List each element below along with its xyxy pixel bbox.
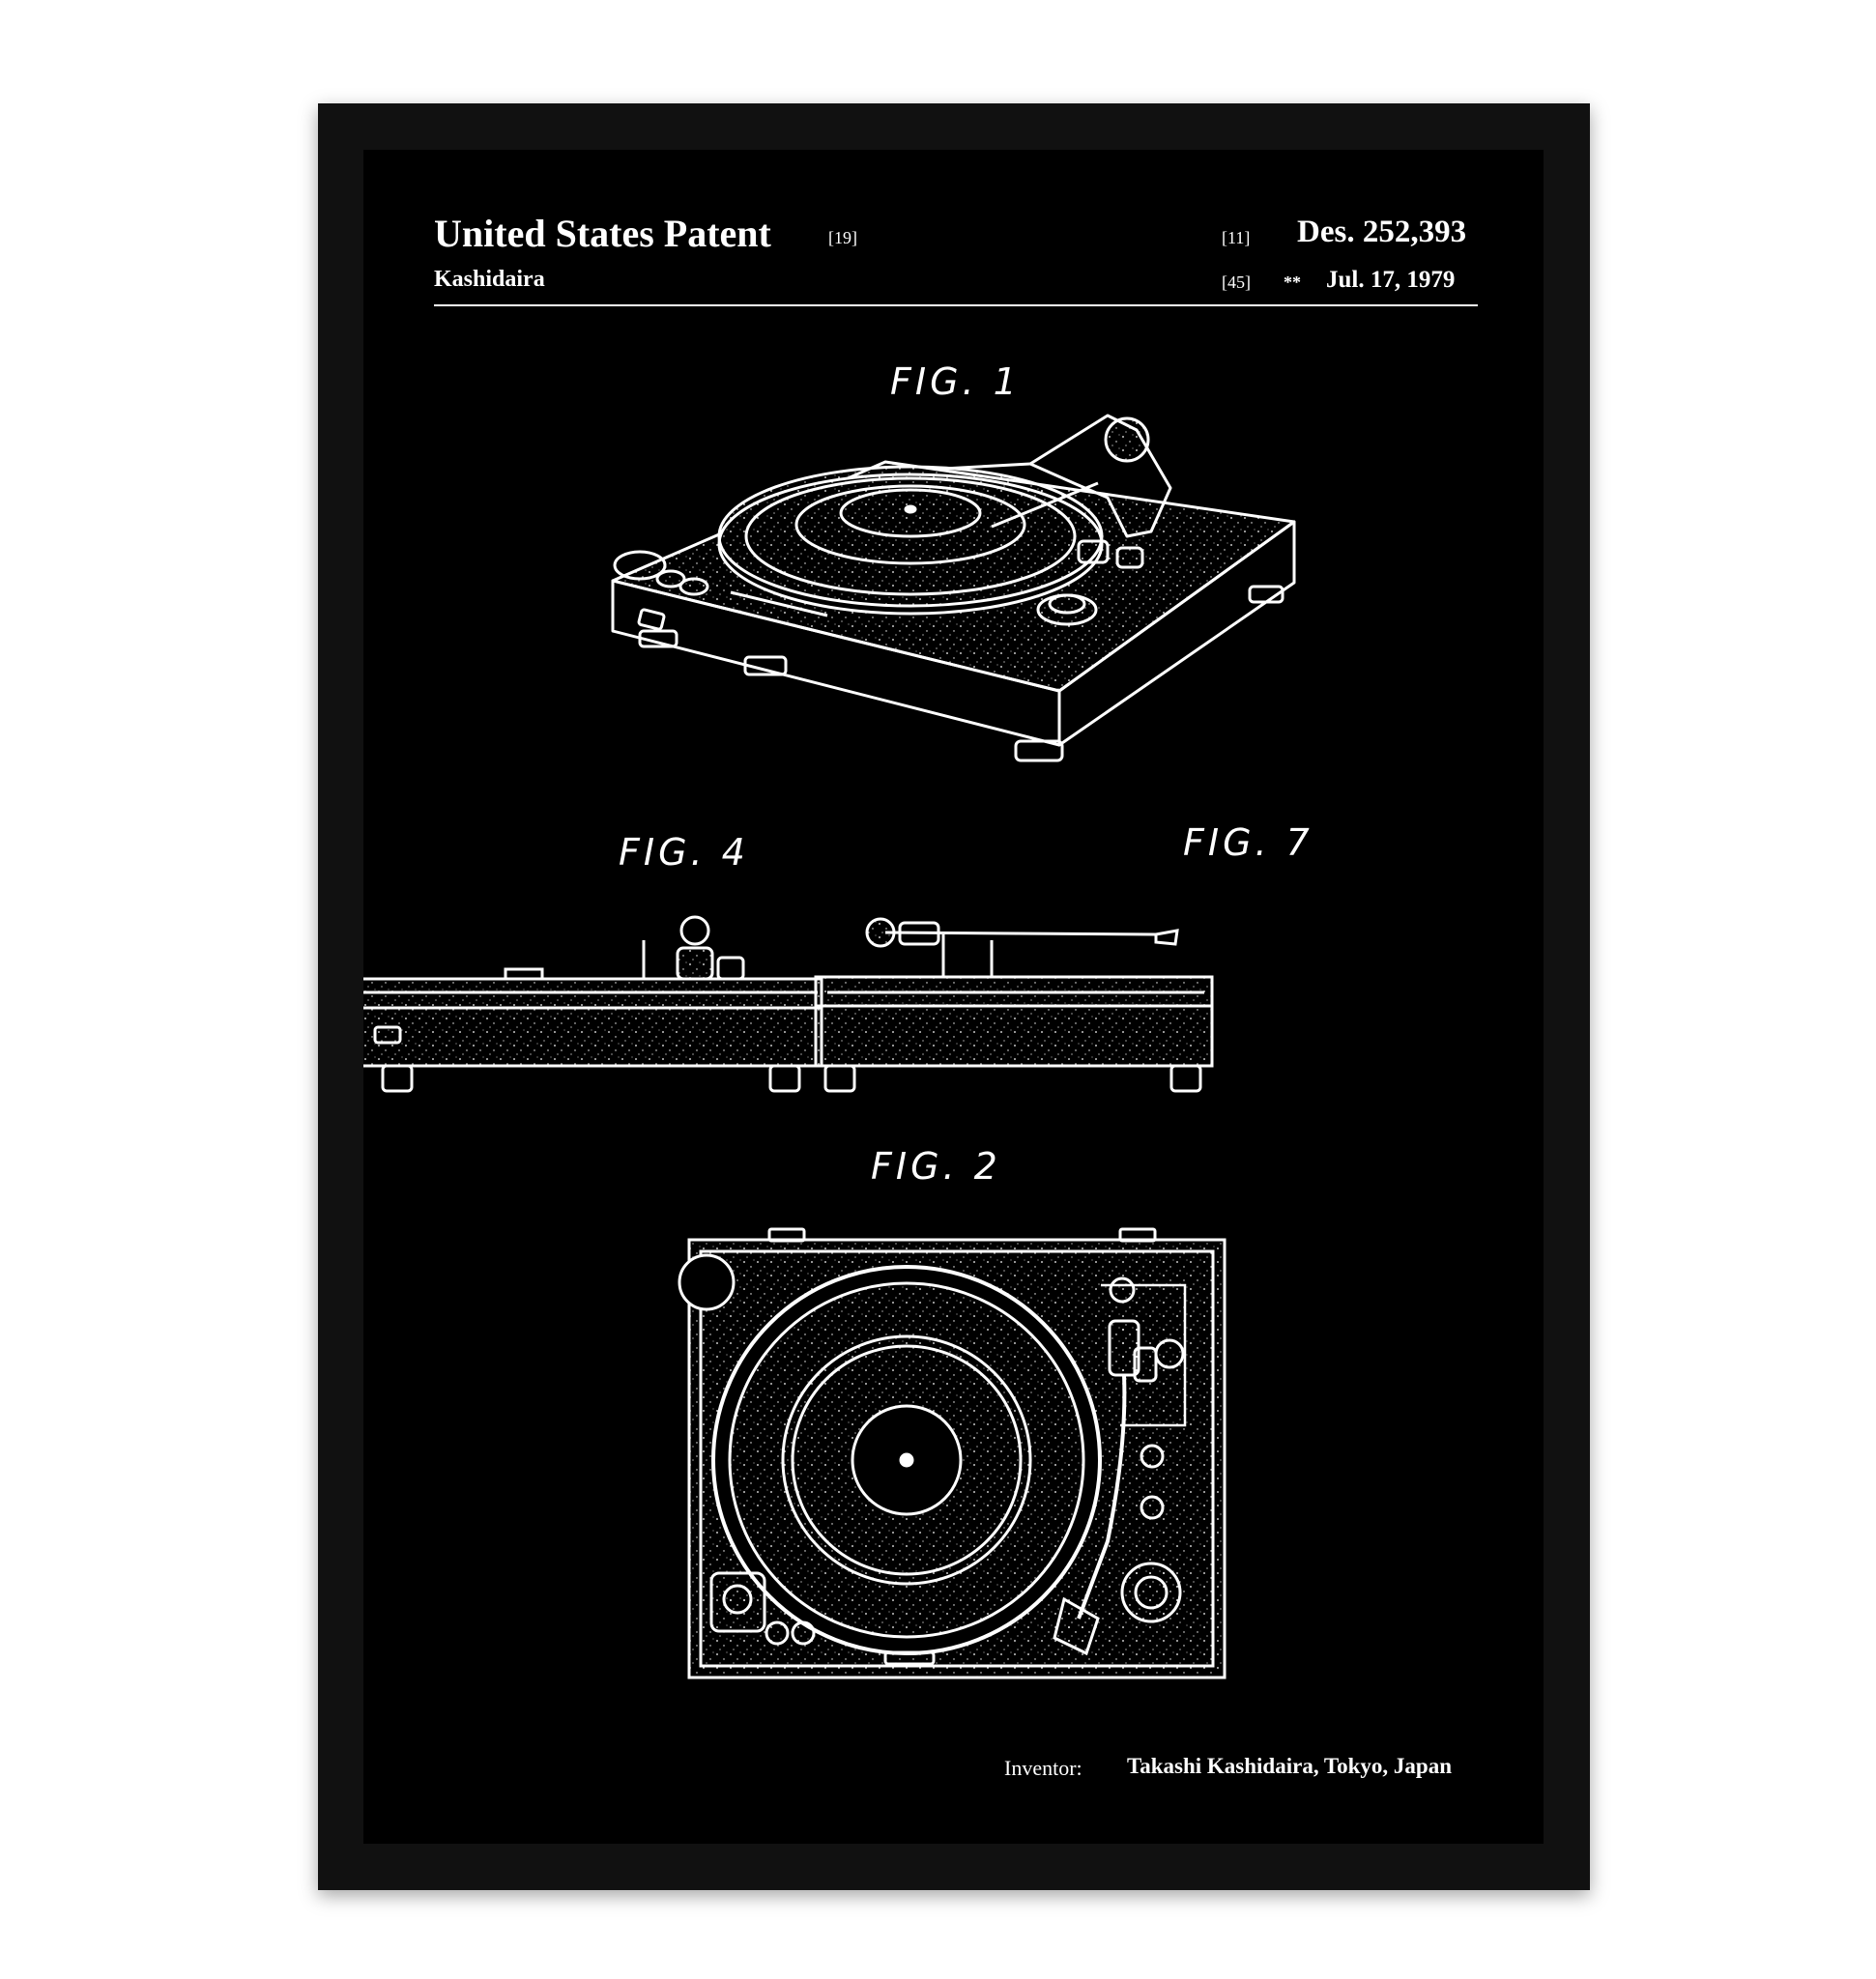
fig-2-top-view: [678, 1227, 1227, 1679]
patent-title: United States Patent: [434, 212, 771, 255]
date-reference: [45]: [1222, 272, 1251, 292]
fig-2-label: FIG. 2: [871, 1145, 1001, 1188]
patent-number: Des. 252,393: [1297, 215, 1467, 249]
inventor-surname: Kashidaira: [434, 267, 545, 292]
fig-4-front-elevation: [363, 915, 823, 1093]
patent-poster: United States Patent [19] Kashidaira [11…: [363, 150, 1544, 1844]
issue-date: Jul. 17, 1979: [1326, 267, 1456, 293]
fig-7-label: FIG. 7: [1183, 821, 1313, 864]
date-prefix: **: [1284, 272, 1301, 292]
fig-4-label: FIG. 4: [619, 831, 749, 874]
inventor-label: Inventor:: [1004, 1756, 1082, 1780]
fig-1-perspective-turntable: [611, 414, 1296, 762]
fig-7-rear-elevation: [814, 917, 1214, 1093]
turntable-drawings: [363, 414, 1296, 1679]
title-reference: [19]: [828, 228, 857, 247]
number-reference: [11]: [1222, 228, 1251, 247]
fig-1-label: FIG. 1: [890, 360, 1021, 403]
inventor-name: Takashi Kashidaira, Tokyo, Japan: [1127, 1754, 1453, 1778]
header-divider: [434, 304, 1478, 306]
